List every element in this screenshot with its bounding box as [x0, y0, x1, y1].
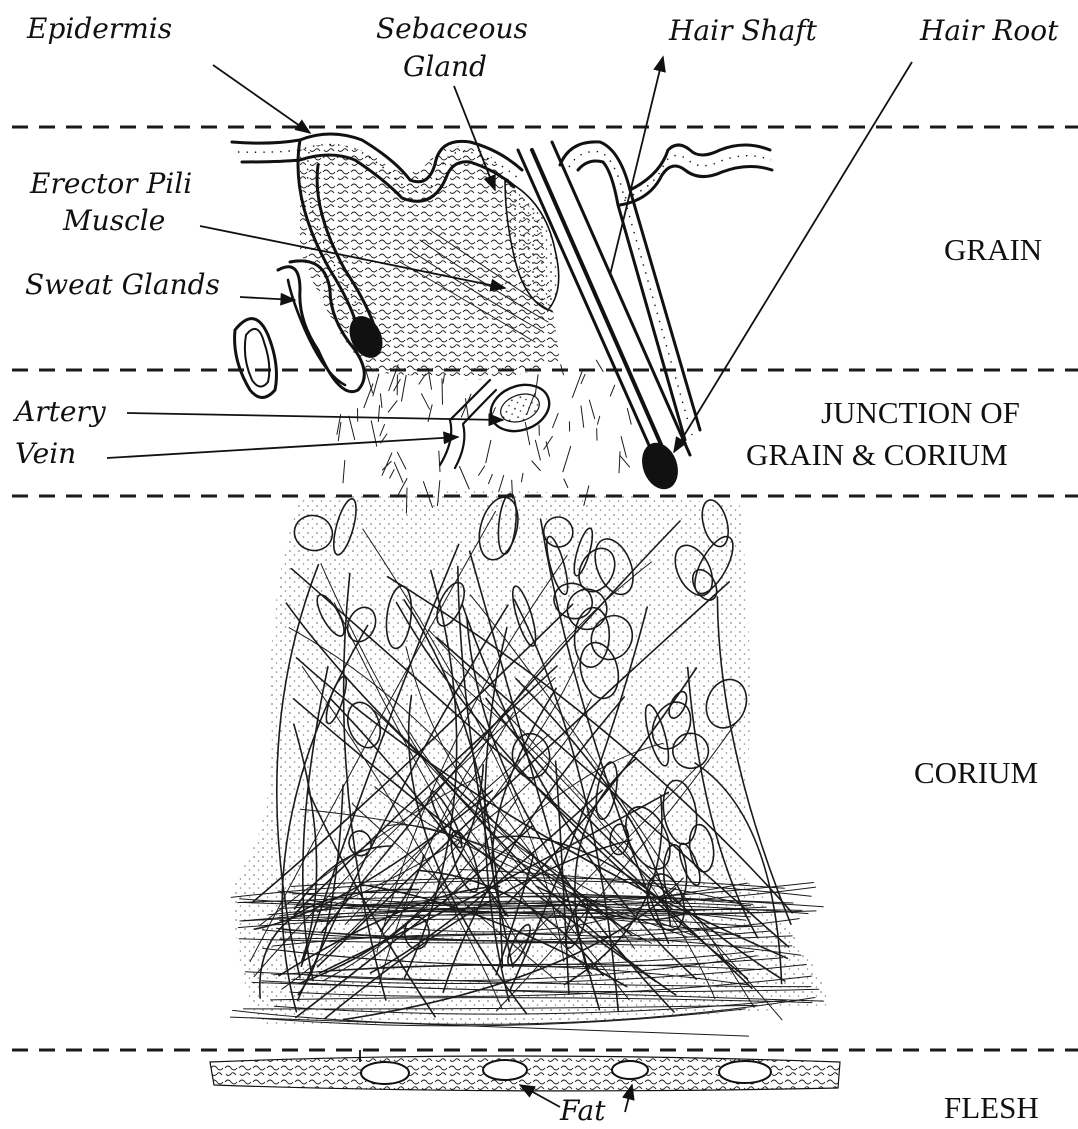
- layer-junction-1: JUNCTION OF: [821, 395, 1020, 430]
- fiber-stroke: [563, 446, 571, 471]
- fiber-stroke: [394, 462, 403, 482]
- label-artery: Artery: [12, 395, 107, 428]
- fiber-stroke: [535, 440, 540, 460]
- corium-fiber-network: [230, 491, 830, 1036]
- fiber-stroke: [621, 437, 626, 458]
- fiber-stroke: [402, 375, 407, 401]
- fiber-stroke: [382, 461, 391, 470]
- fiber-stroke: [581, 406, 584, 427]
- fiber-stroke: [380, 394, 382, 408]
- fiber-stroke: [479, 466, 485, 475]
- fiber-stroke: [553, 414, 559, 428]
- fiber-stroke: [373, 374, 379, 396]
- fiber-stroke: [439, 451, 440, 472]
- fiber-stroke: [461, 394, 471, 417]
- label-sebaceous-2: Gland: [403, 50, 487, 83]
- fiber-stroke: [564, 479, 568, 488]
- fiber-stroke: [522, 473, 524, 481]
- label-erector-1: Erector Pili: [29, 167, 192, 200]
- layer-junction-2: GRAIN & CORIUM: [746, 437, 1008, 472]
- junction-tissue: [337, 360, 631, 513]
- fiber-stroke: [397, 452, 406, 469]
- fiber-stroke: [589, 400, 594, 419]
- fiber-stroke: [343, 460, 345, 482]
- sweat-glands-arrow: [240, 297, 295, 300]
- blood-vessels: [440, 377, 556, 468]
- label-sebaceous-1: Sebaceous: [376, 12, 528, 45]
- layer-corium: CORIUM: [914, 755, 1038, 790]
- epidermis-arrow: [213, 65, 310, 133]
- fiber-stroke: [619, 452, 620, 473]
- fiber-stroke: [380, 425, 385, 436]
- hair-shaft-arrow: [610, 57, 663, 275]
- label-epidermis: Epidermis: [26, 12, 172, 45]
- vein-arrow: [107, 437, 458, 458]
- artery-arrow: [127, 413, 503, 420]
- fiber-stroke: [421, 394, 429, 410]
- fat-layer: [210, 1056, 840, 1091]
- fiber-stroke: [489, 474, 493, 483]
- label-hair-shaft: Hair Shaft: [668, 14, 818, 47]
- layer-flesh: FLESH: [944, 1090, 1039, 1125]
- fiber-stroke: [364, 384, 373, 408]
- fiber-stroke: [486, 440, 491, 463]
- fiber-stroke: [598, 416, 600, 424]
- label-hair-root: Hair Root: [919, 14, 1059, 47]
- layer-grain: GRAIN: [944, 232, 1042, 267]
- label-sweat-glands: Sweat Glands: [25, 268, 220, 301]
- hair-root-arrow: [674, 62, 912, 452]
- fiber-stroke: [581, 374, 585, 383]
- fiber-stroke: [532, 461, 540, 471]
- fiber-stroke: [390, 470, 394, 478]
- label-fat: Fat: [559, 1094, 606, 1127]
- fiber-stroke: [378, 406, 379, 422]
- fiber-stroke: [620, 456, 630, 467]
- fiber-stroke: [382, 453, 392, 475]
- fiber-stroke: [388, 401, 397, 412]
- main-hair-follicle: [518, 142, 772, 495]
- fiber-stroke: [610, 385, 614, 396]
- fiber-stroke: [572, 372, 582, 398]
- fiber-stroke: [627, 409, 631, 425]
- fiber-stroke: [525, 422, 529, 444]
- hair-shaft-line: [532, 150, 670, 465]
- fiber-stroke: [349, 416, 355, 440]
- label-erector-2: Muscle: [62, 204, 165, 237]
- fiber-stroke: [442, 379, 443, 405]
- fiber-stroke: [460, 467, 470, 490]
- fiber-stroke: [596, 360, 603, 371]
- fiber-stroke: [544, 437, 553, 450]
- fiber-stroke: [535, 375, 538, 396]
- fiber-stroke: [499, 475, 504, 491]
- label-vein: Vein: [15, 437, 76, 470]
